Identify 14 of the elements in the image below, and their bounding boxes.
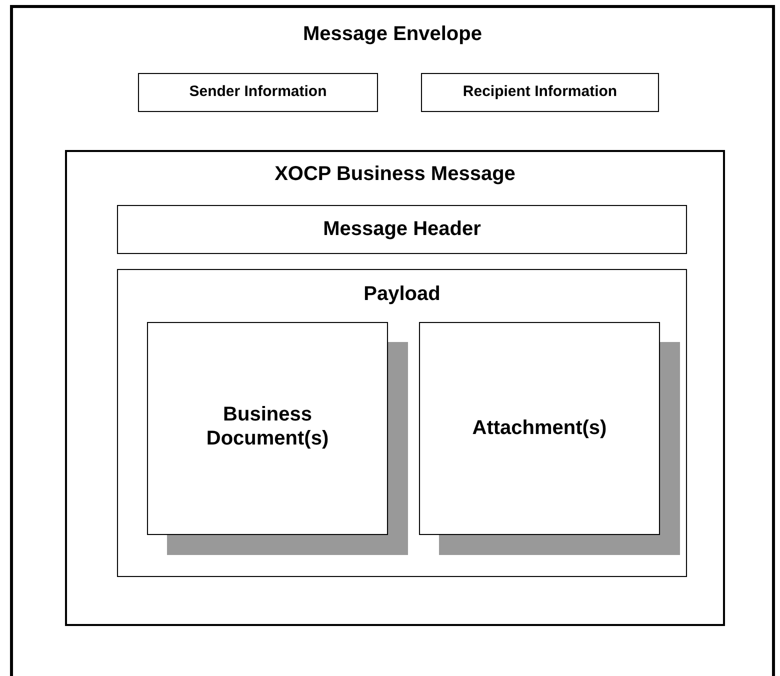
box-label: Sender Information	[188, 82, 328, 101]
container-box	[10, 5, 775, 676]
box-title: XOCP Business Message	[274, 162, 516, 186]
box-label: Message Header	[322, 216, 482, 240]
box-title: Payload	[362, 282, 442, 306]
container-box	[421, 73, 659, 112]
container-box	[65, 150, 725, 626]
box-label: Attachment(s)	[471, 415, 608, 440]
container-box	[138, 73, 378, 112]
box-title: Message Envelope	[302, 22, 483, 46]
box-label: Recipient Information	[462, 82, 618, 101]
container-box	[117, 269, 687, 577]
box-label: Business Document(s)	[205, 402, 330, 450]
container-box	[117, 205, 687, 254]
